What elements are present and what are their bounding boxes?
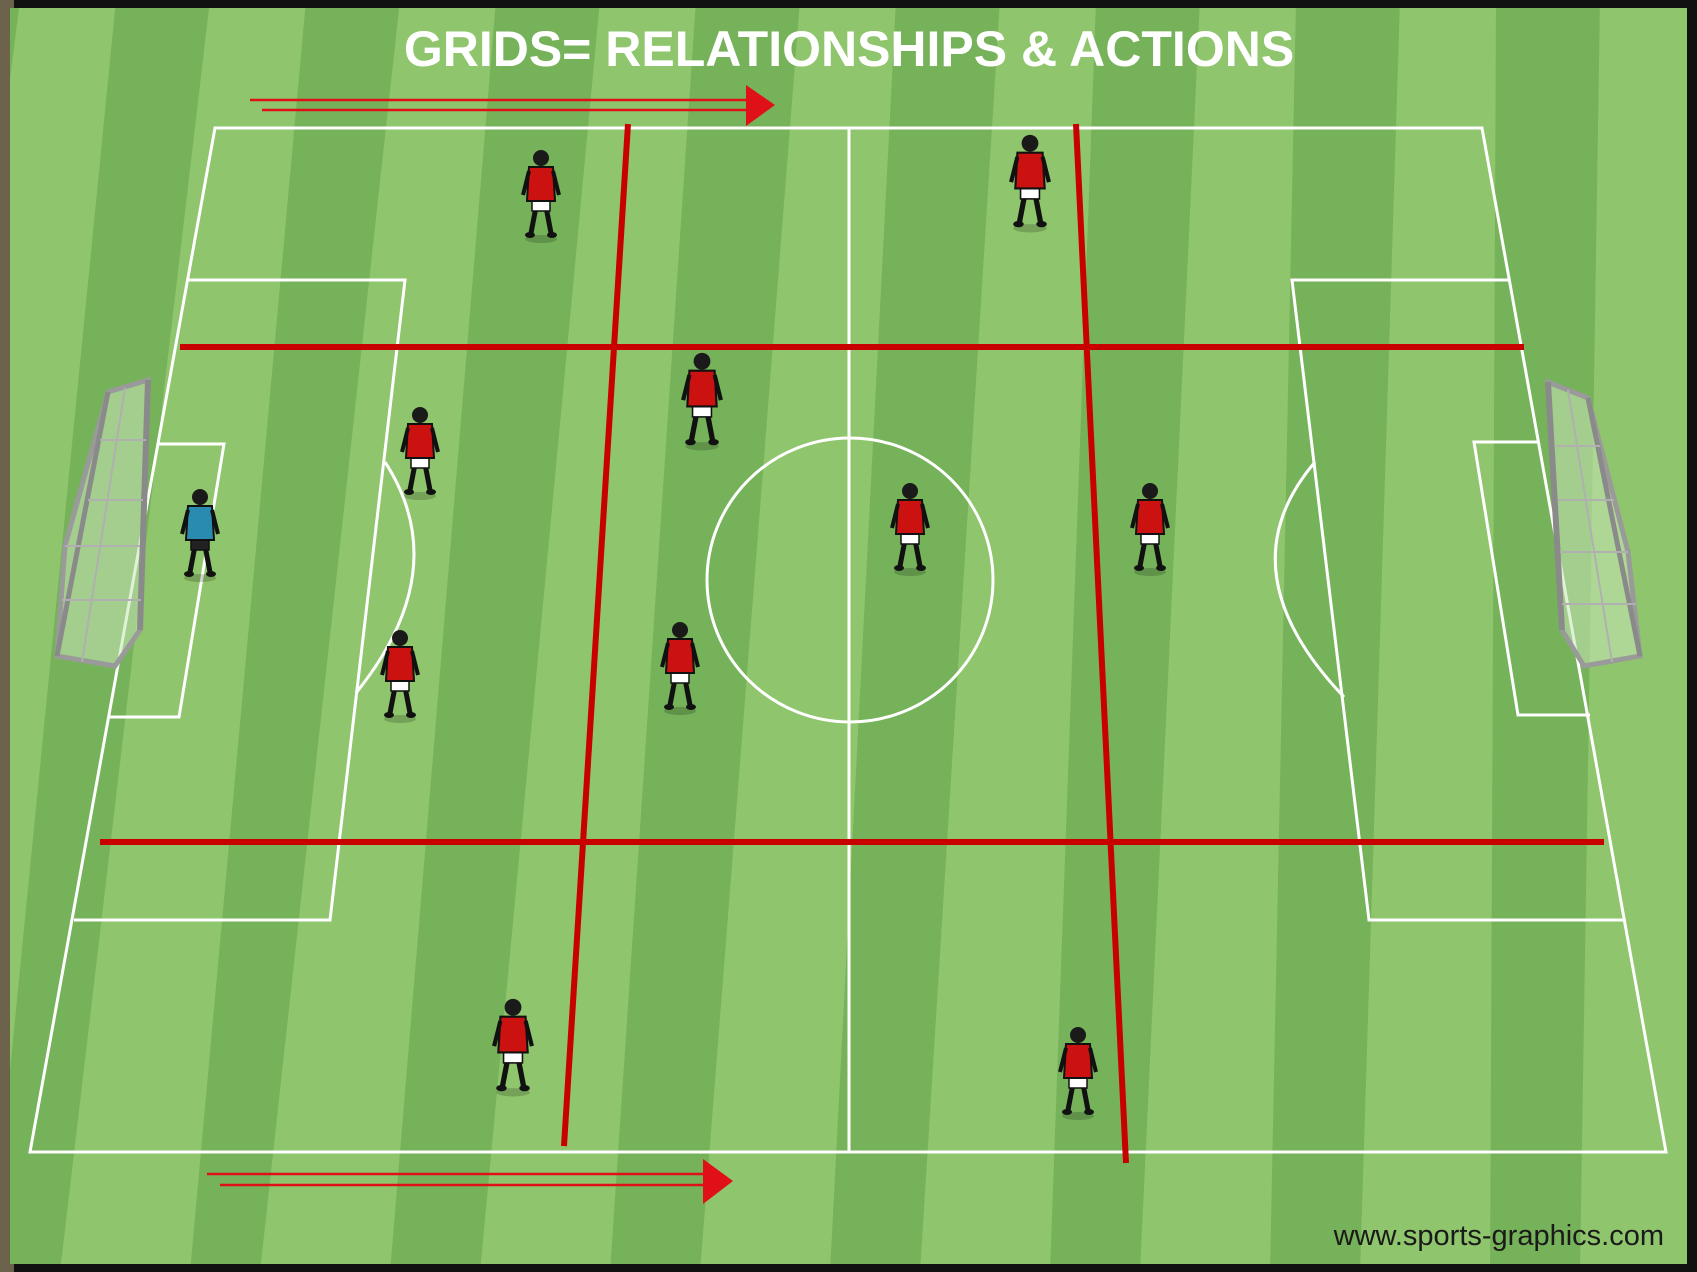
player-figure bbox=[380, 630, 420, 723]
player-figure bbox=[492, 998, 534, 1097]
left-penalty-box bbox=[74, 278, 407, 922]
direction-arrow-bottom bbox=[207, 1159, 733, 1204]
left-goal-area bbox=[109, 442, 226, 719]
left-goal bbox=[54, 376, 151, 669]
right-penalty-arc bbox=[1273, 461, 1346, 699]
player-figure bbox=[681, 352, 723, 451]
player-figure bbox=[660, 622, 700, 715]
pitch-boundary bbox=[28, 126, 1668, 1154]
player-figure bbox=[1058, 1027, 1098, 1120]
direction-arrow-top bbox=[250, 85, 775, 126]
right-goal bbox=[1545, 378, 1643, 669]
right-penalty-box bbox=[1290, 278, 1624, 922]
player-figure bbox=[1130, 483, 1170, 576]
credit-text: www.sports-graphics.com bbox=[1333, 1220, 1664, 1252]
left-penalty-arc bbox=[354, 461, 416, 694]
players-layer bbox=[180, 134, 1170, 1120]
grid-line-vertical-left bbox=[561, 123, 631, 1147]
center-circle bbox=[705, 436, 995, 724]
pitch-markings bbox=[28, 126, 1668, 1154]
diagram-title: GRIDS= RELATIONSHIPS & ACTIONS bbox=[404, 21, 1294, 77]
player-figure bbox=[890, 483, 930, 576]
right-goal-area bbox=[1472, 440, 1590, 717]
grid-line-vertical-right bbox=[1073, 123, 1129, 1164]
player-figure bbox=[521, 150, 561, 243]
player-figure bbox=[400, 407, 440, 500]
goalkeeper-figure bbox=[180, 489, 220, 582]
grid-lines bbox=[100, 123, 1604, 1164]
direction-arrows bbox=[207, 85, 775, 1204]
player-figure bbox=[1009, 134, 1051, 233]
